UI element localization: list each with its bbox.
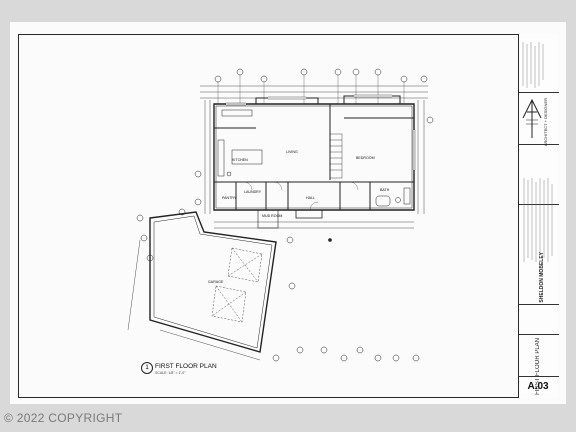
sheet-number: A.03 xyxy=(527,381,549,392)
room-label-mud-room: MUD ROOM xyxy=(262,214,283,218)
room-label-living: LIVING xyxy=(286,150,298,154)
room-label-laundry: LAUNDRY xyxy=(244,190,262,194)
plan-title: FIRST FLOOR PLAN xyxy=(155,363,217,370)
room-label-garage: GARAGE xyxy=(208,280,224,284)
plan-number-bubble: 1 xyxy=(141,362,153,374)
room-label-pantry: PANTRY xyxy=(222,196,237,200)
room-label-bedroom: BEDROOM xyxy=(356,156,375,160)
drawing-sheet xyxy=(10,22,566,404)
title-block: ARCHITECT + DESIGNER SHELDON MOBELEY FIR… xyxy=(518,34,559,398)
room-label-kitchen: KITCHEN xyxy=(232,158,248,162)
room-label-hall: HALL xyxy=(306,196,315,200)
room-label-bath: BATH xyxy=(380,188,390,192)
copyright-watermark: © 2022 COPYRIGHT xyxy=(4,411,123,425)
plan-scale: SCALE: 1/8" = 1'-0" xyxy=(155,371,186,375)
